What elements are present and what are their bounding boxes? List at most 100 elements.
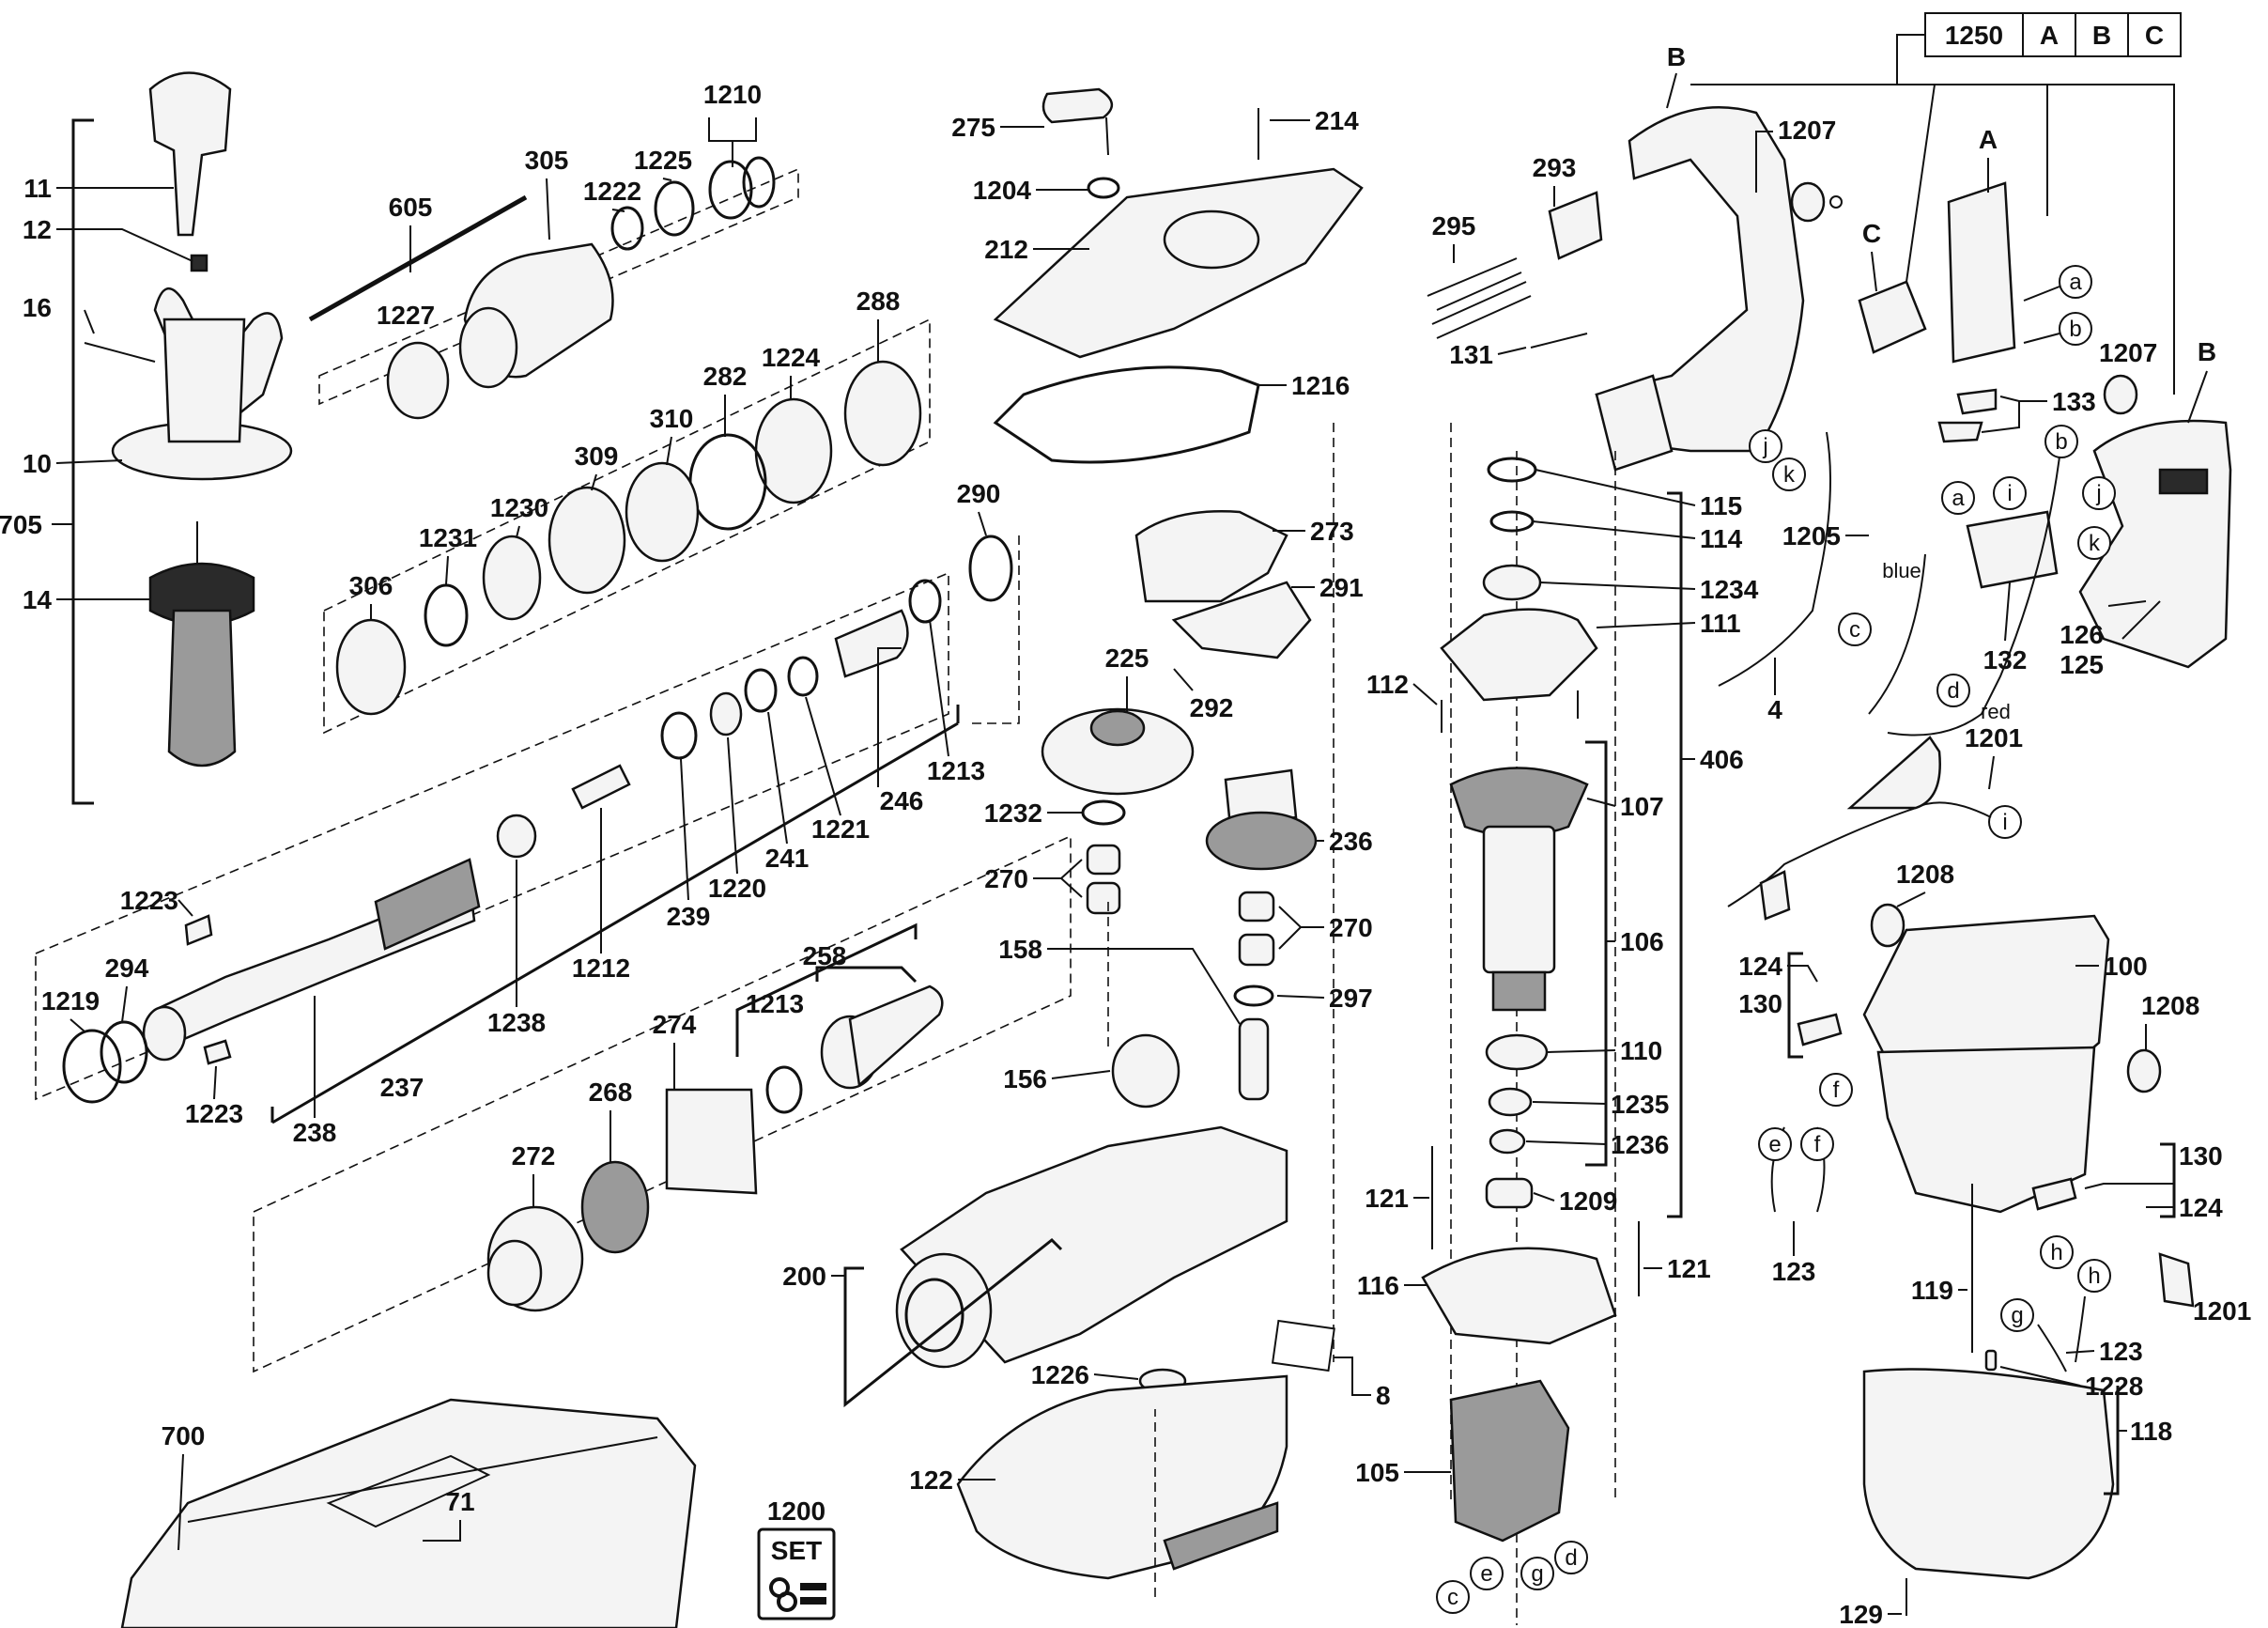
housing-200-part xyxy=(900,1125,1288,1364)
seal-1208-right-part xyxy=(2126,1048,2162,1093)
callout-c-1: c xyxy=(1849,617,1860,643)
legend-a: A xyxy=(2040,21,2059,50)
callout-b-1: b xyxy=(2069,317,2081,342)
ring-288-part xyxy=(843,360,922,467)
bushing-1238-part xyxy=(496,814,537,859)
ring-1219-part xyxy=(62,1029,122,1104)
part-label-241: 241 xyxy=(765,844,810,873)
part-label-1200: 1200 xyxy=(767,1496,825,1526)
part-label-1232: 1232 xyxy=(984,798,1042,828)
part-label-107: 107 xyxy=(1620,792,1664,821)
part-label-1201-top: 1201 xyxy=(1965,723,2023,752)
part-label-270-left: 270 xyxy=(984,864,1028,893)
part-label-12: 12 xyxy=(23,215,52,244)
seal-1207-right-part xyxy=(2103,374,2138,415)
part-label-1212: 1212 xyxy=(572,954,630,983)
callout-B-right: B xyxy=(2198,337,2216,366)
letter-callouts-upper: a b b a i j j k k c d i xyxy=(1749,265,2116,839)
part-label-1207-right: 1207 xyxy=(2099,338,2157,367)
part-label-124-right: 124 xyxy=(2179,1193,2223,1222)
bearing-110-part xyxy=(1485,1033,1549,1071)
connector-part xyxy=(1759,870,1791,921)
lock-1223-top-part xyxy=(184,914,213,946)
part-label-212: 212 xyxy=(984,235,1028,264)
callout-h-1: h xyxy=(2050,1240,2062,1265)
knob-275-part xyxy=(1041,87,1113,124)
washer-1236-part xyxy=(1489,1128,1526,1155)
part-label-1236: 1236 xyxy=(1611,1130,1669,1159)
part-label-1230: 1230 xyxy=(490,493,548,522)
washer-1235-part xyxy=(1488,1087,1533,1117)
part-label-126: 126 xyxy=(2060,620,2104,649)
lock-1223-bottom-part xyxy=(203,1039,232,1065)
part-label-1204: 1204 xyxy=(973,176,1032,205)
part-label-130-left: 130 xyxy=(1738,989,1782,1018)
part-label-100: 100 xyxy=(2104,952,2148,981)
clutch-310-part xyxy=(625,461,700,563)
part-label-71: 71 xyxy=(445,1487,474,1516)
part-label-131: 131 xyxy=(1449,340,1493,369)
clip-C-part xyxy=(1858,280,1927,354)
wire-label-blue: blue xyxy=(1882,559,1921,582)
brush-holder-right-part xyxy=(2031,1177,2077,1211)
callout-d-1: d xyxy=(1947,678,1959,704)
part-label-118: 118 xyxy=(2130,1417,2172,1446)
part-label-290: 290 xyxy=(957,479,1001,508)
part-label-11: 11 xyxy=(23,174,52,203)
part-label-10: 10 xyxy=(23,449,52,478)
gear-225-part xyxy=(1041,707,1195,796)
callout-B-top: B xyxy=(1667,42,1686,71)
part-label-1238: 1238 xyxy=(487,1008,546,1037)
part-label-121-right: 121 xyxy=(1667,1254,1711,1283)
callout-g-2: g xyxy=(1531,1561,1543,1587)
plate-291-part xyxy=(1171,581,1312,659)
part-label-124-left: 124 xyxy=(1738,952,1782,981)
part-label-1216: 1216 xyxy=(1291,371,1350,400)
part-label-123-right: 123 xyxy=(2099,1337,2143,1366)
part-label-239: 239 xyxy=(667,902,711,931)
callout-b-2: b xyxy=(2055,429,2067,455)
part-label-8: 8 xyxy=(1376,1381,1391,1410)
part-label-105: 105 xyxy=(1355,1458,1399,1487)
spindle-group xyxy=(35,571,960,1124)
plate-274-part xyxy=(665,1088,758,1195)
part-label-132: 132 xyxy=(1983,645,2028,674)
part-label-1221: 1221 xyxy=(811,814,870,844)
piston-246-part xyxy=(834,609,909,678)
part-label-1208-right: 1208 xyxy=(2141,991,2199,1020)
callout-d-2: d xyxy=(1565,1545,1577,1571)
part-label-112: 112 xyxy=(1366,670,1409,699)
pin-158-part xyxy=(1238,1017,1270,1101)
part-label-274: 274 xyxy=(653,1010,697,1039)
part-label-1235: 1235 xyxy=(1611,1090,1669,1119)
part-label-1209: 1209 xyxy=(1559,1186,1617,1216)
motor-cover-118-part xyxy=(1862,1368,2115,1580)
base-122-part xyxy=(956,1374,1288,1580)
part-label-705: 705 xyxy=(0,510,42,539)
part-label-200: 200 xyxy=(782,1262,826,1291)
part-label-1207-top: 1207 xyxy=(1778,116,1836,145)
part-label-406: 406 xyxy=(1700,745,1744,774)
part-label-106: 106 xyxy=(1620,927,1664,956)
part-label-700: 700 xyxy=(162,1421,206,1450)
ring-1224-part xyxy=(754,397,833,504)
rear-handle-group xyxy=(1427,106,2232,1625)
part-label-292: 292 xyxy=(1190,693,1234,722)
callout-e-2: e xyxy=(1480,1561,1492,1587)
part-label-236: 236 xyxy=(1329,827,1373,856)
callout-j-2: j xyxy=(2095,481,2101,506)
depth-gauge-clamp-part xyxy=(148,71,232,237)
callout-c-2: c xyxy=(1447,1585,1458,1610)
gear-cover-group xyxy=(993,87,1364,1362)
label-8-part xyxy=(1271,1319,1335,1372)
part-label-16: 16 xyxy=(23,293,52,322)
callout-i-1: i xyxy=(2007,481,2012,506)
part-label-158: 158 xyxy=(998,935,1042,964)
part-label-1231: 1231 xyxy=(419,523,477,552)
legend-c: C xyxy=(2145,21,2164,50)
part-label-4: 4 xyxy=(1767,695,1782,724)
part-label-237: 237 xyxy=(380,1073,424,1102)
cover-212-part xyxy=(993,167,1364,359)
part-label-1205: 1205 xyxy=(1782,521,1841,550)
part-label-246: 246 xyxy=(880,786,924,815)
